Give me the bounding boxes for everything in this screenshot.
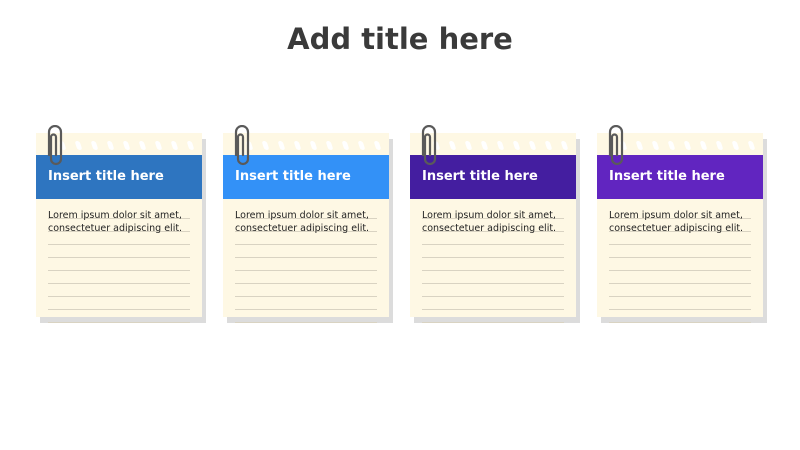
ruled-line — [609, 218, 751, 219]
binding-hole — [496, 141, 505, 150]
binding-hole — [635, 141, 644, 150]
ruled-line — [48, 218, 190, 219]
binding-hole — [683, 141, 692, 150]
binding-hole — [357, 141, 366, 150]
note-body-text: Lorem ipsum dolor sit amet, consectetuer… — [48, 210, 183, 234]
note-header: Insert title here — [410, 155, 576, 199]
ruled-line — [609, 322, 751, 323]
ruled-line — [609, 309, 751, 310]
binding-hole — [731, 141, 740, 150]
note-title: Insert title here — [235, 169, 351, 184]
ruled-line — [422, 283, 564, 284]
ruled-line — [422, 296, 564, 297]
ruled-line — [422, 218, 564, 219]
binding-hole — [544, 141, 553, 150]
binding-hole — [464, 141, 473, 150]
binding-hole — [170, 141, 179, 150]
note-body-text: Lorem ipsum dolor sit amet, consectetuer… — [235, 210, 370, 234]
ruled-line — [609, 257, 751, 258]
binding-hole — [512, 141, 521, 150]
ruled-line — [48, 231, 190, 232]
ruled-line — [422, 244, 564, 245]
ruled-line — [422, 309, 564, 310]
binding-hole — [138, 141, 147, 150]
page-title: Add title here — [287, 22, 513, 56]
binding-hole — [448, 141, 457, 150]
paperclip-icon — [229, 124, 255, 169]
binding-hole — [699, 141, 708, 150]
note-header: Insert title here — [36, 155, 202, 199]
paperclip-icon — [42, 124, 68, 169]
paperclip-icon — [603, 124, 629, 169]
ruled-line — [235, 322, 377, 323]
binding-hole — [560, 141, 569, 150]
binding-hole — [293, 141, 302, 150]
note-header: Insert title here — [223, 155, 389, 199]
ruled-line — [48, 257, 190, 258]
binding-hole — [667, 141, 676, 150]
binding-hole — [154, 141, 163, 150]
ruled-line — [422, 231, 564, 232]
binding-hole — [90, 141, 99, 150]
binding-hole — [106, 141, 115, 150]
binding-hole — [186, 141, 195, 150]
binding-hole — [747, 141, 756, 150]
ruled-line — [235, 218, 377, 219]
binding-hole — [715, 141, 724, 150]
binding-hole — [325, 141, 334, 150]
binding-hole — [480, 141, 489, 150]
binding-hole — [261, 141, 270, 150]
ruled-line — [235, 231, 377, 232]
ruled-line — [609, 270, 751, 271]
ruled-line — [422, 257, 564, 258]
paperclip-icon — [416, 124, 442, 169]
note-title: Insert title here — [609, 169, 725, 184]
binding-hole — [373, 141, 382, 150]
ruled-line — [235, 283, 377, 284]
binding-hole — [528, 141, 537, 150]
ruled-line — [235, 244, 377, 245]
ruled-line — [422, 270, 564, 271]
note-title: Insert title here — [48, 169, 164, 184]
binding-hole — [74, 141, 83, 150]
ruled-line — [609, 231, 751, 232]
binding-hole — [341, 141, 350, 150]
binding-hole — [277, 141, 286, 150]
note-body-text: Lorem ipsum dolor sit amet, consectetuer… — [422, 210, 557, 234]
ruled-line — [48, 244, 190, 245]
note-title: Insert title here — [422, 169, 538, 184]
ruled-line — [48, 309, 190, 310]
ruled-line — [609, 296, 751, 297]
ruled-line — [48, 283, 190, 284]
ruled-line — [235, 296, 377, 297]
ruled-line — [422, 322, 564, 323]
ruled-line — [235, 257, 377, 258]
ruled-line — [609, 244, 751, 245]
binding-hole — [309, 141, 318, 150]
binding-hole — [122, 141, 131, 150]
ruled-line — [48, 270, 190, 271]
ruled-line — [235, 270, 377, 271]
note-header: Insert title here — [597, 155, 763, 199]
ruled-line — [48, 296, 190, 297]
ruled-line — [609, 283, 751, 284]
binding-hole — [651, 141, 660, 150]
ruled-line — [48, 322, 190, 323]
ruled-line — [235, 309, 377, 310]
note-body-text: Lorem ipsum dolor sit amet, consectetuer… — [609, 210, 744, 234]
